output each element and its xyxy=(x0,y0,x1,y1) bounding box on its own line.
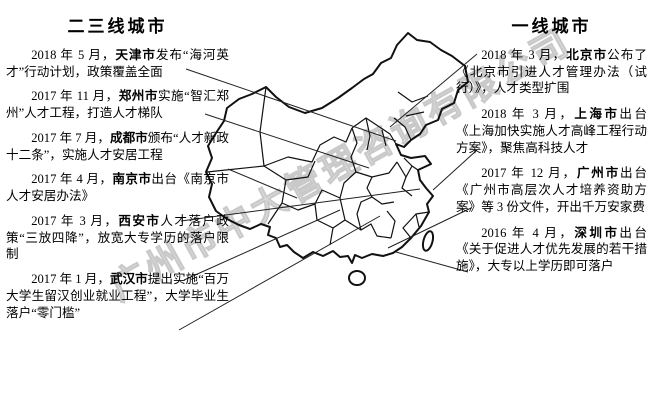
hainan-island xyxy=(348,270,366,286)
policy-date: 2017 年 3 月， xyxy=(31,213,119,228)
callout-line-shenzhen xyxy=(395,251,469,273)
policy-desc: 人才落户政策“三放四降”，放宽大专学历的落户限制 xyxy=(6,213,230,262)
callout-line-shanghai xyxy=(432,149,478,191)
callout-line-beijing xyxy=(389,53,478,128)
policy-item-zhengzhou: 2017 年 11 月，郑州市实施“智汇郑州”人才工程，打造人才梯队 xyxy=(6,88,229,121)
policy-date: 2017 年 4 月， xyxy=(31,172,113,187)
policy-date: 2018 年 3 月， xyxy=(481,107,575,122)
tier23-panel: 二三线城市 2018 年 5 月，天津市发布“海河英才”行动计划，政策覆盖全面 … xyxy=(6,8,229,329)
policy-city: 西安市 xyxy=(118,213,161,228)
policy-item-guangzhou: 2017 年 12 月，广州市出台《广州市高层次人才培养资助方案》等 3 份文件… xyxy=(456,165,647,215)
china-outline xyxy=(205,32,469,286)
policy-date: 2017 年 11 月， xyxy=(31,89,119,104)
policy-desc: 出台《上海加快实施人才高峰工程行动方案》，聚焦高科技人才 xyxy=(456,107,648,155)
policy-city: 南京市 xyxy=(112,172,152,187)
callout-line-zhengzhou xyxy=(204,113,370,169)
policy-city: 郑州市 xyxy=(118,89,158,104)
taiwan-island xyxy=(421,230,435,252)
policy-desc: 颁布“人才新政十二条”，实施人才安居工程 xyxy=(6,130,229,162)
policy-city: 天津市 xyxy=(115,48,156,62)
policy-item-nanjing: 2017 年 4 月，南京市出台《南京市人才安居办法》 xyxy=(6,171,229,204)
callout-line-chengdu xyxy=(227,168,298,199)
callout-line-tianjin xyxy=(185,68,397,142)
policy-item-beijing: 2018 年 3 月，北京市公布了《北京市引进人才管理办法（试行）》，人才类型扩… xyxy=(456,47,647,97)
callout-lines xyxy=(178,53,478,331)
tier1-panel: 一线城市 2018 年 3 月，北京市公布了《北京市引进人才管理办法（试行）》，… xyxy=(456,8,647,284)
policy-item-tianjin: 2018 年 5 月，天津市发布“海河英才”行动计划，政策覆盖全面 xyxy=(6,47,229,80)
policy-item-chengdu: 2017 年 7 月，成都市颁布“人才新政十二条”，实施人才安居工程 xyxy=(6,130,229,163)
tier23-title: 二三线城市 xyxy=(67,17,168,36)
policy-desc: 出台《广州市高层次人才培养资助方案》等 3 份文件，开出千万安家费 xyxy=(456,166,648,214)
policy-date: 2017 年 12 月， xyxy=(481,166,577,181)
policy-date: 2018 年 3 月， xyxy=(481,48,567,62)
policy-desc: 出台《南京市人才安居办法》 xyxy=(6,172,230,204)
policy-date: 2017 年 7 月， xyxy=(31,130,110,145)
policy-city: 深圳市 xyxy=(574,225,620,240)
policy-city: 广州市 xyxy=(576,166,621,181)
policy-desc: 提出实施“百万大学生留汉创业就业工程”，大学毕业生落户“零门槛” xyxy=(6,272,229,320)
policy-desc: 实施“智汇郑州”人才工程，打造人才梯队 xyxy=(6,89,229,121)
policy-item-shenzhen: 2016 年 4 月，深圳市出台《关于促进人才优先发展的若干措施》，大专以上学历… xyxy=(456,225,647,275)
policy-item-wuhan: 2017 年 1 月，武汉市提出实施“百万大学生留汉创业就业工程”，大学毕业生落… xyxy=(6,271,229,321)
policy-city: 上海市 xyxy=(574,107,620,122)
callout-line-xian xyxy=(183,209,341,281)
province-borders xyxy=(206,86,430,246)
policy-date: 2016 年 4 月， xyxy=(481,225,575,240)
policy-city: 武汉市 xyxy=(109,272,148,287)
policy-item-shanghai: 2018 年 3 月，上海市出台《上海加快实施人才高峰工程行动方案》，聚焦高科技… xyxy=(456,106,647,156)
callout-line-guangzhou xyxy=(387,207,472,249)
policy-city: 北京市 xyxy=(566,48,608,62)
policy-city: 成都市 xyxy=(109,130,148,145)
callout-line-wuhan xyxy=(178,215,381,331)
policy-desc: 出台《关于促进人才优先发展的若干措施》，大专以上学历即可落户 xyxy=(456,225,648,274)
callout-line-nanjing xyxy=(180,188,421,222)
policy-desc: 发布“海河英才”行动计划，政策覆盖全面 xyxy=(6,48,230,79)
policy-desc: 公布了《北京市引进人才管理办法（试行）》，人才类型扩围 xyxy=(456,48,648,96)
policy-date: 2018 年 5 月， xyxy=(31,48,116,62)
policy-item-xian: 2017 年 3 月，西安市人才落户政策“三放四降”，放宽大专学历的落户限制 xyxy=(6,213,229,263)
policy-date: 2017 年 1 月， xyxy=(31,272,110,287)
tier1-title: 一线城市 xyxy=(511,17,592,36)
